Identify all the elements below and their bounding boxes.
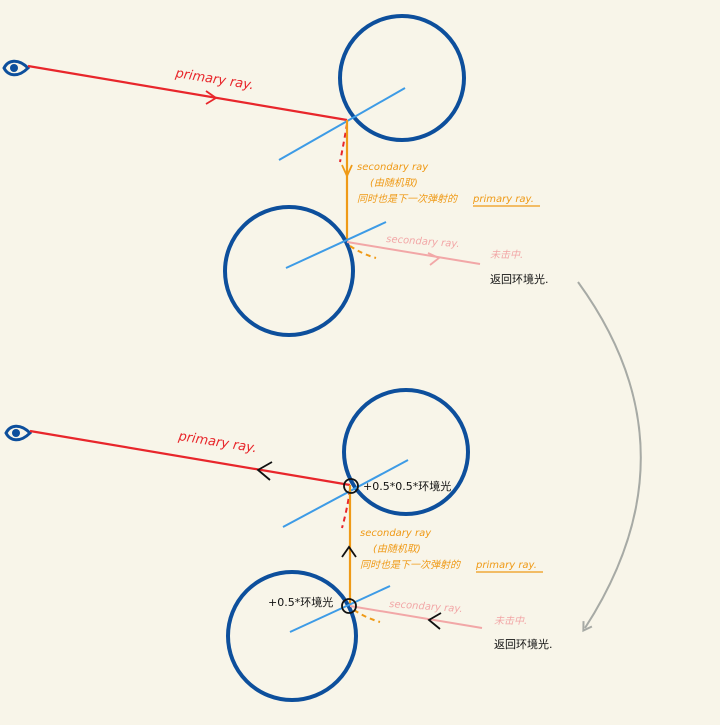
secondary-note-1-bottom: (由随机取) bbox=[373, 543, 421, 555]
miss-label: 未击中. bbox=[490, 249, 523, 261]
secondary-ray-arrow-icon bbox=[341, 164, 353, 179]
secondary-note-primary: primary ray. bbox=[472, 194, 534, 205]
secondary-ray-back-arrow-icon bbox=[341, 545, 357, 558]
miss-ray bbox=[346, 241, 481, 265]
lower-reflection-dash-bottom bbox=[353, 609, 381, 623]
secondary-note-2-bottom: 同时也是下一次弹射的 bbox=[360, 559, 461, 571]
bottom-scene: primary ray. secondary ray (由随机取) 同时也是下一… bbox=[4, 388, 553, 702]
lower-hit-point bbox=[341, 598, 357, 614]
upper-sphere-bottom bbox=[342, 388, 470, 516]
top-scene: primary ray. secondary ray (由随机取) 同时也是下一… bbox=[2, 14, 549, 337]
lower-sphere-bottom bbox=[226, 570, 358, 702]
eye-icon bbox=[2, 59, 31, 77]
upper-sphere-normal-bottom bbox=[282, 459, 409, 528]
primary-ray-arrow-icon bbox=[205, 90, 218, 105]
miss-ray-label: secondary ray. bbox=[386, 234, 460, 250]
upper-sphere bbox=[338, 14, 466, 142]
return-label-bottom: 返回环境光. bbox=[494, 637, 553, 651]
secondary-note-primary-bottom: primary ray. bbox=[475, 560, 537, 571]
miss-ray-bottom bbox=[349, 605, 483, 629]
upper-sphere-normal bbox=[278, 87, 406, 161]
lower-sphere bbox=[223, 205, 355, 337]
secondary-ray-label-bottom: secondary ray bbox=[360, 528, 432, 539]
upper-hit-point bbox=[343, 478, 359, 494]
lower-reflection-dash bbox=[349, 245, 377, 259]
primary-ray-back-arrow-icon bbox=[256, 461, 273, 481]
lower-sphere-normal-bottom bbox=[289, 585, 391, 633]
primary-ray bbox=[27, 64, 348, 122]
miss-ray-back-arrow-icon bbox=[427, 612, 442, 630]
miss-ray-arrow-icon bbox=[427, 252, 441, 266]
transfer-arrow bbox=[577, 281, 642, 633]
upper-hit-value: +0.5*0.5*环境光 bbox=[363, 479, 451, 493]
secondary-note-2: 同时也是下一次弹射的 bbox=[357, 193, 458, 205]
lower-hit-value: +0.5*环境光 bbox=[268, 595, 333, 609]
secondary-ray-label: secondary ray bbox=[357, 162, 429, 173]
lower-sphere-normal bbox=[285, 221, 387, 269]
eye-icon-bottom bbox=[4, 424, 33, 442]
primary-ray-bottom bbox=[29, 429, 351, 487]
return-label: 返回环境光. bbox=[490, 272, 549, 286]
miss-ray-label-bottom: secondary ray. bbox=[389, 599, 463, 615]
secondary-note-1: (由随机取) bbox=[370, 177, 418, 189]
miss-label-bottom: 未击中. bbox=[494, 615, 527, 627]
